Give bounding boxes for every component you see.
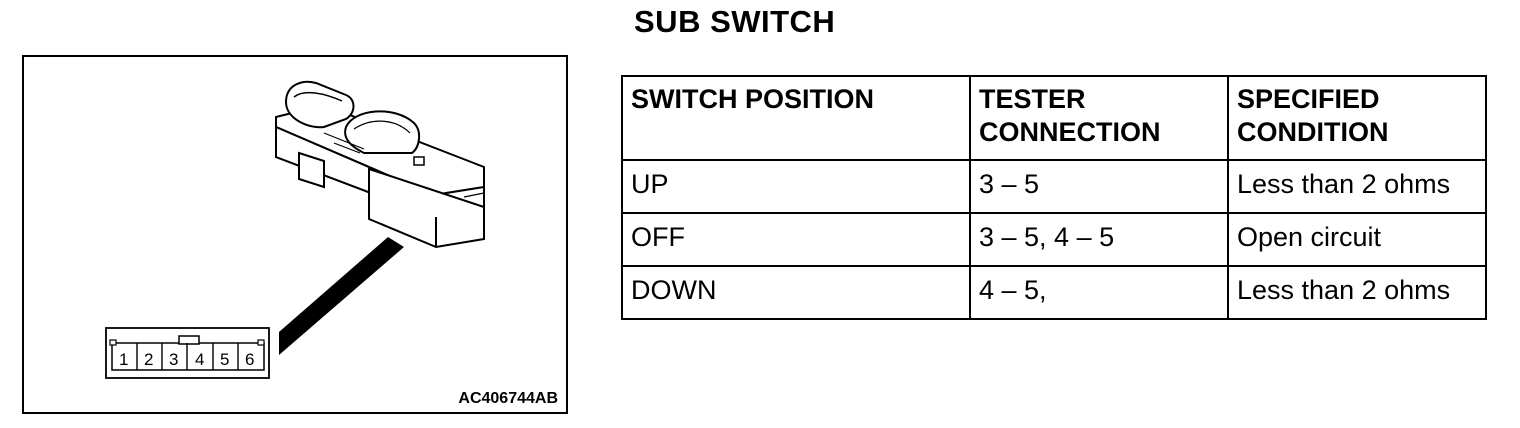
cell-specified-condition: Less than 2 ohms bbox=[1227, 159, 1487, 214]
header-switch-position: SWITCH POSITION bbox=[621, 75, 971, 161]
cell-specified-condition: Open circuit bbox=[1227, 212, 1487, 267]
switch-illustration: 1 2 3 4 5 6 bbox=[105, 80, 485, 379]
pin-label: 5 bbox=[220, 350, 229, 369]
connector-face: 1 2 3 4 5 6 bbox=[105, 327, 270, 379]
pin-label: 4 bbox=[195, 350, 204, 369]
pin-label: 6 bbox=[245, 350, 254, 369]
header-line: SWITCH POSITION bbox=[631, 84, 874, 114]
spec-table: SWITCH POSITION TESTER CONNECTION SPECIF… bbox=[621, 75, 1487, 320]
switch-rocker bbox=[344, 110, 420, 154]
cell-specified-condition: Less than 2 ohms bbox=[1227, 265, 1487, 320]
header-specified-condition: SPECIFIED CONDITION bbox=[1227, 75, 1487, 161]
switch-lower-housing bbox=[368, 167, 485, 249]
cell-tester-connection: 3 – 5 bbox=[969, 159, 1229, 214]
table-row: OFF 3 – 5, 4 – 5 Open circuit bbox=[621, 212, 1487, 267]
cell-switch-position: UP bbox=[621, 159, 971, 214]
pin-label: 3 bbox=[169, 350, 178, 369]
cell-switch-position: OFF bbox=[621, 212, 971, 267]
table-row: DOWN 4 – 5, Less than 2 ohms bbox=[621, 265, 1487, 320]
page-title: SUB SWITCH bbox=[634, 4, 836, 39]
header-line: CONNECTION bbox=[979, 117, 1161, 147]
connector-pointer bbox=[279, 237, 404, 355]
header-line: TESTER bbox=[979, 84, 1086, 114]
table-row: UP 3 – 5 Less than 2 ohms bbox=[621, 159, 1487, 214]
table-header-row: SWITCH POSITION TESTER CONNECTION SPECIF… bbox=[621, 75, 1487, 161]
figure-code: AC406744AB bbox=[458, 390, 558, 407]
switch-lower-tab bbox=[298, 151, 325, 189]
switch-indicator bbox=[413, 156, 425, 166]
cell-tester-connection: 4 – 5, bbox=[969, 265, 1229, 320]
pin-label: 2 bbox=[144, 350, 153, 369]
switch-knob bbox=[284, 80, 355, 129]
cell-tester-connection: 3 – 5, 4 – 5 bbox=[969, 212, 1229, 267]
switch-illustration-frame: 1 2 3 4 5 6 AC406744AB bbox=[22, 55, 568, 414]
pin-label: 1 bbox=[119, 350, 128, 369]
header-line: CONDITION bbox=[1237, 117, 1389, 147]
header-tester-connection: TESTER CONNECTION bbox=[969, 75, 1229, 161]
header-line: SPECIFIED bbox=[1237, 84, 1380, 114]
cell-switch-position: DOWN bbox=[621, 265, 971, 320]
